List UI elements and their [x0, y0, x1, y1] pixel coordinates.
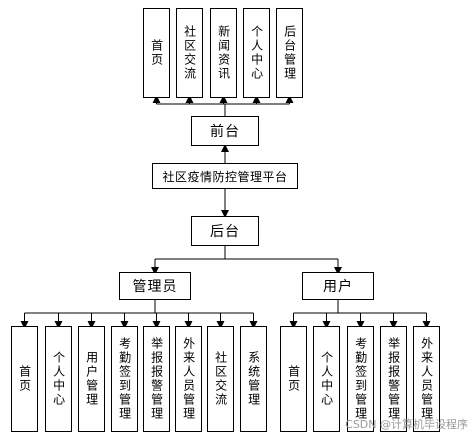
user-module-3: 考勤签到管理: [347, 326, 374, 432]
user-module-label: 首页: [286, 365, 301, 393]
backend-node: 后台: [191, 216, 259, 246]
frontend-node: 前台: [191, 116, 259, 146]
admin-module-label: 系统管理: [246, 351, 261, 407]
user-module-label: 外来人员管理: [419, 337, 434, 421]
frontend-module-label: 首页: [149, 39, 164, 67]
admin-module-label: 举报报警管理: [149, 337, 164, 421]
user-module-4: 举报报警管理: [380, 326, 407, 432]
user-node: 用户: [302, 272, 374, 300]
admin-module-label: 社区交流: [213, 351, 228, 407]
frontend-module-3: 新闻资讯: [210, 8, 237, 98]
frontend-label: 前台: [210, 124, 240, 140]
frontend-module-label: 个人中心: [249, 25, 264, 81]
user-module-1: 首页: [280, 326, 307, 432]
frontend-module-1: 首页: [143, 8, 170, 98]
user-module-2: 个人中心: [313, 326, 340, 432]
admin-module-7: 社区交流: [207, 326, 234, 432]
admin-module-2: 个人中心: [45, 326, 72, 432]
admin-module-label: 外来人员管理: [181, 337, 196, 421]
admin-label: 管理员: [132, 279, 178, 295]
frontend-module-label: 新闻资讯: [216, 25, 231, 81]
user-label: 用户: [323, 279, 353, 295]
admin-module-1: 首页: [11, 326, 38, 432]
admin-module-label: 用户管理: [84, 351, 99, 407]
user-module-label: 举报报警管理: [386, 337, 401, 421]
frontend-module-label: 社区交流: [182, 25, 197, 81]
admin-module-label: 首页: [17, 365, 32, 393]
admin-module-3: 用户管理: [78, 326, 105, 432]
admin-module-5: 举报报警管理: [143, 326, 170, 432]
admin-module-label: 考勤签到管理: [117, 337, 132, 421]
platform-node: 社区疫情防控管理平台: [152, 163, 298, 189]
user-module-5: 外来人员管理: [413, 326, 440, 432]
admin-module-6: 外来人员管理: [175, 326, 202, 432]
admin-module-8: 系统管理: [240, 326, 267, 432]
user-module-label: 考勤签到管理: [353, 337, 368, 421]
user-module-label: 个人中心: [319, 351, 334, 407]
frontend-module-4: 个人中心: [243, 8, 270, 98]
frontend-module-label: 后台管理: [282, 25, 297, 81]
admin-node: 管理员: [119, 272, 191, 300]
watermark: CSDN @计算机毕设程序: [345, 418, 468, 431]
backend-label: 后台: [210, 224, 240, 240]
admin-module-label: 个人中心: [51, 351, 66, 407]
admin-module-4: 考勤签到管理: [111, 326, 138, 432]
frontend-module-5: 后台管理: [276, 8, 303, 98]
platform-label: 社区疫情防控管理平台: [162, 169, 288, 184]
frontend-module-2: 社区交流: [176, 8, 203, 98]
